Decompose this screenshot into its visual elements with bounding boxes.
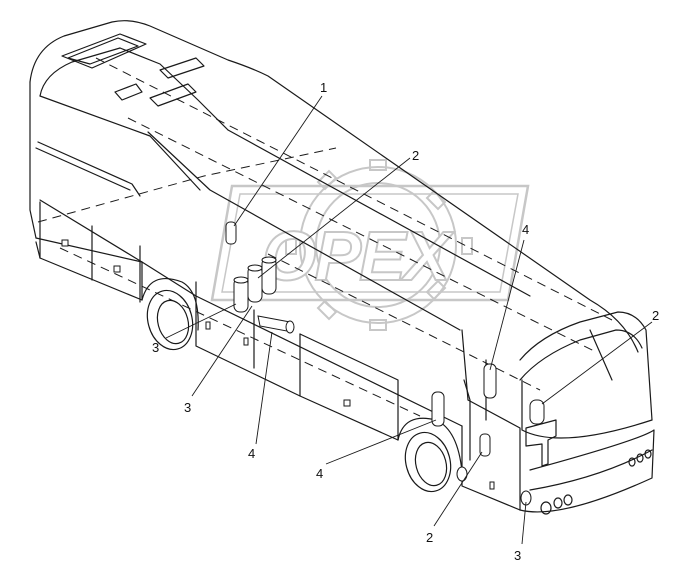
tank-front-nose xyxy=(529,399,545,425)
callout-4-top: 4 xyxy=(522,222,529,237)
tank-front-upper xyxy=(483,363,497,399)
valve-front-lower xyxy=(456,466,532,506)
callout-2-top: 2 xyxy=(412,148,419,163)
tank-rear-upper xyxy=(225,221,237,245)
air-components xyxy=(225,221,545,506)
tank-front-middle xyxy=(431,391,445,427)
callout-3-left: 3 xyxy=(152,340,159,355)
callout-2-right: 2 xyxy=(652,308,659,323)
tank-side-horizontal xyxy=(257,315,295,334)
callouts: 1 2 2 2 3 3 3 4 4 4 xyxy=(152,80,659,563)
leader-lines xyxy=(165,95,653,545)
callout-4-bottom: 4 xyxy=(316,466,323,481)
bus-body xyxy=(29,20,655,515)
callout-2-bottom: 2 xyxy=(426,530,433,545)
tank-front-lower xyxy=(479,433,491,457)
front-wheel xyxy=(397,417,463,493)
callout-1: 1 xyxy=(320,80,327,95)
tank-cluster xyxy=(233,256,277,313)
watermark-logo: OPEX xyxy=(210,159,530,331)
callout-3-middle: 3 xyxy=(184,400,191,415)
callout-3-bottom: 3 xyxy=(514,548,521,563)
callout-4-left: 4 xyxy=(248,446,255,461)
watermark-text: OPEX xyxy=(262,217,455,295)
rear-wheel xyxy=(141,278,199,351)
